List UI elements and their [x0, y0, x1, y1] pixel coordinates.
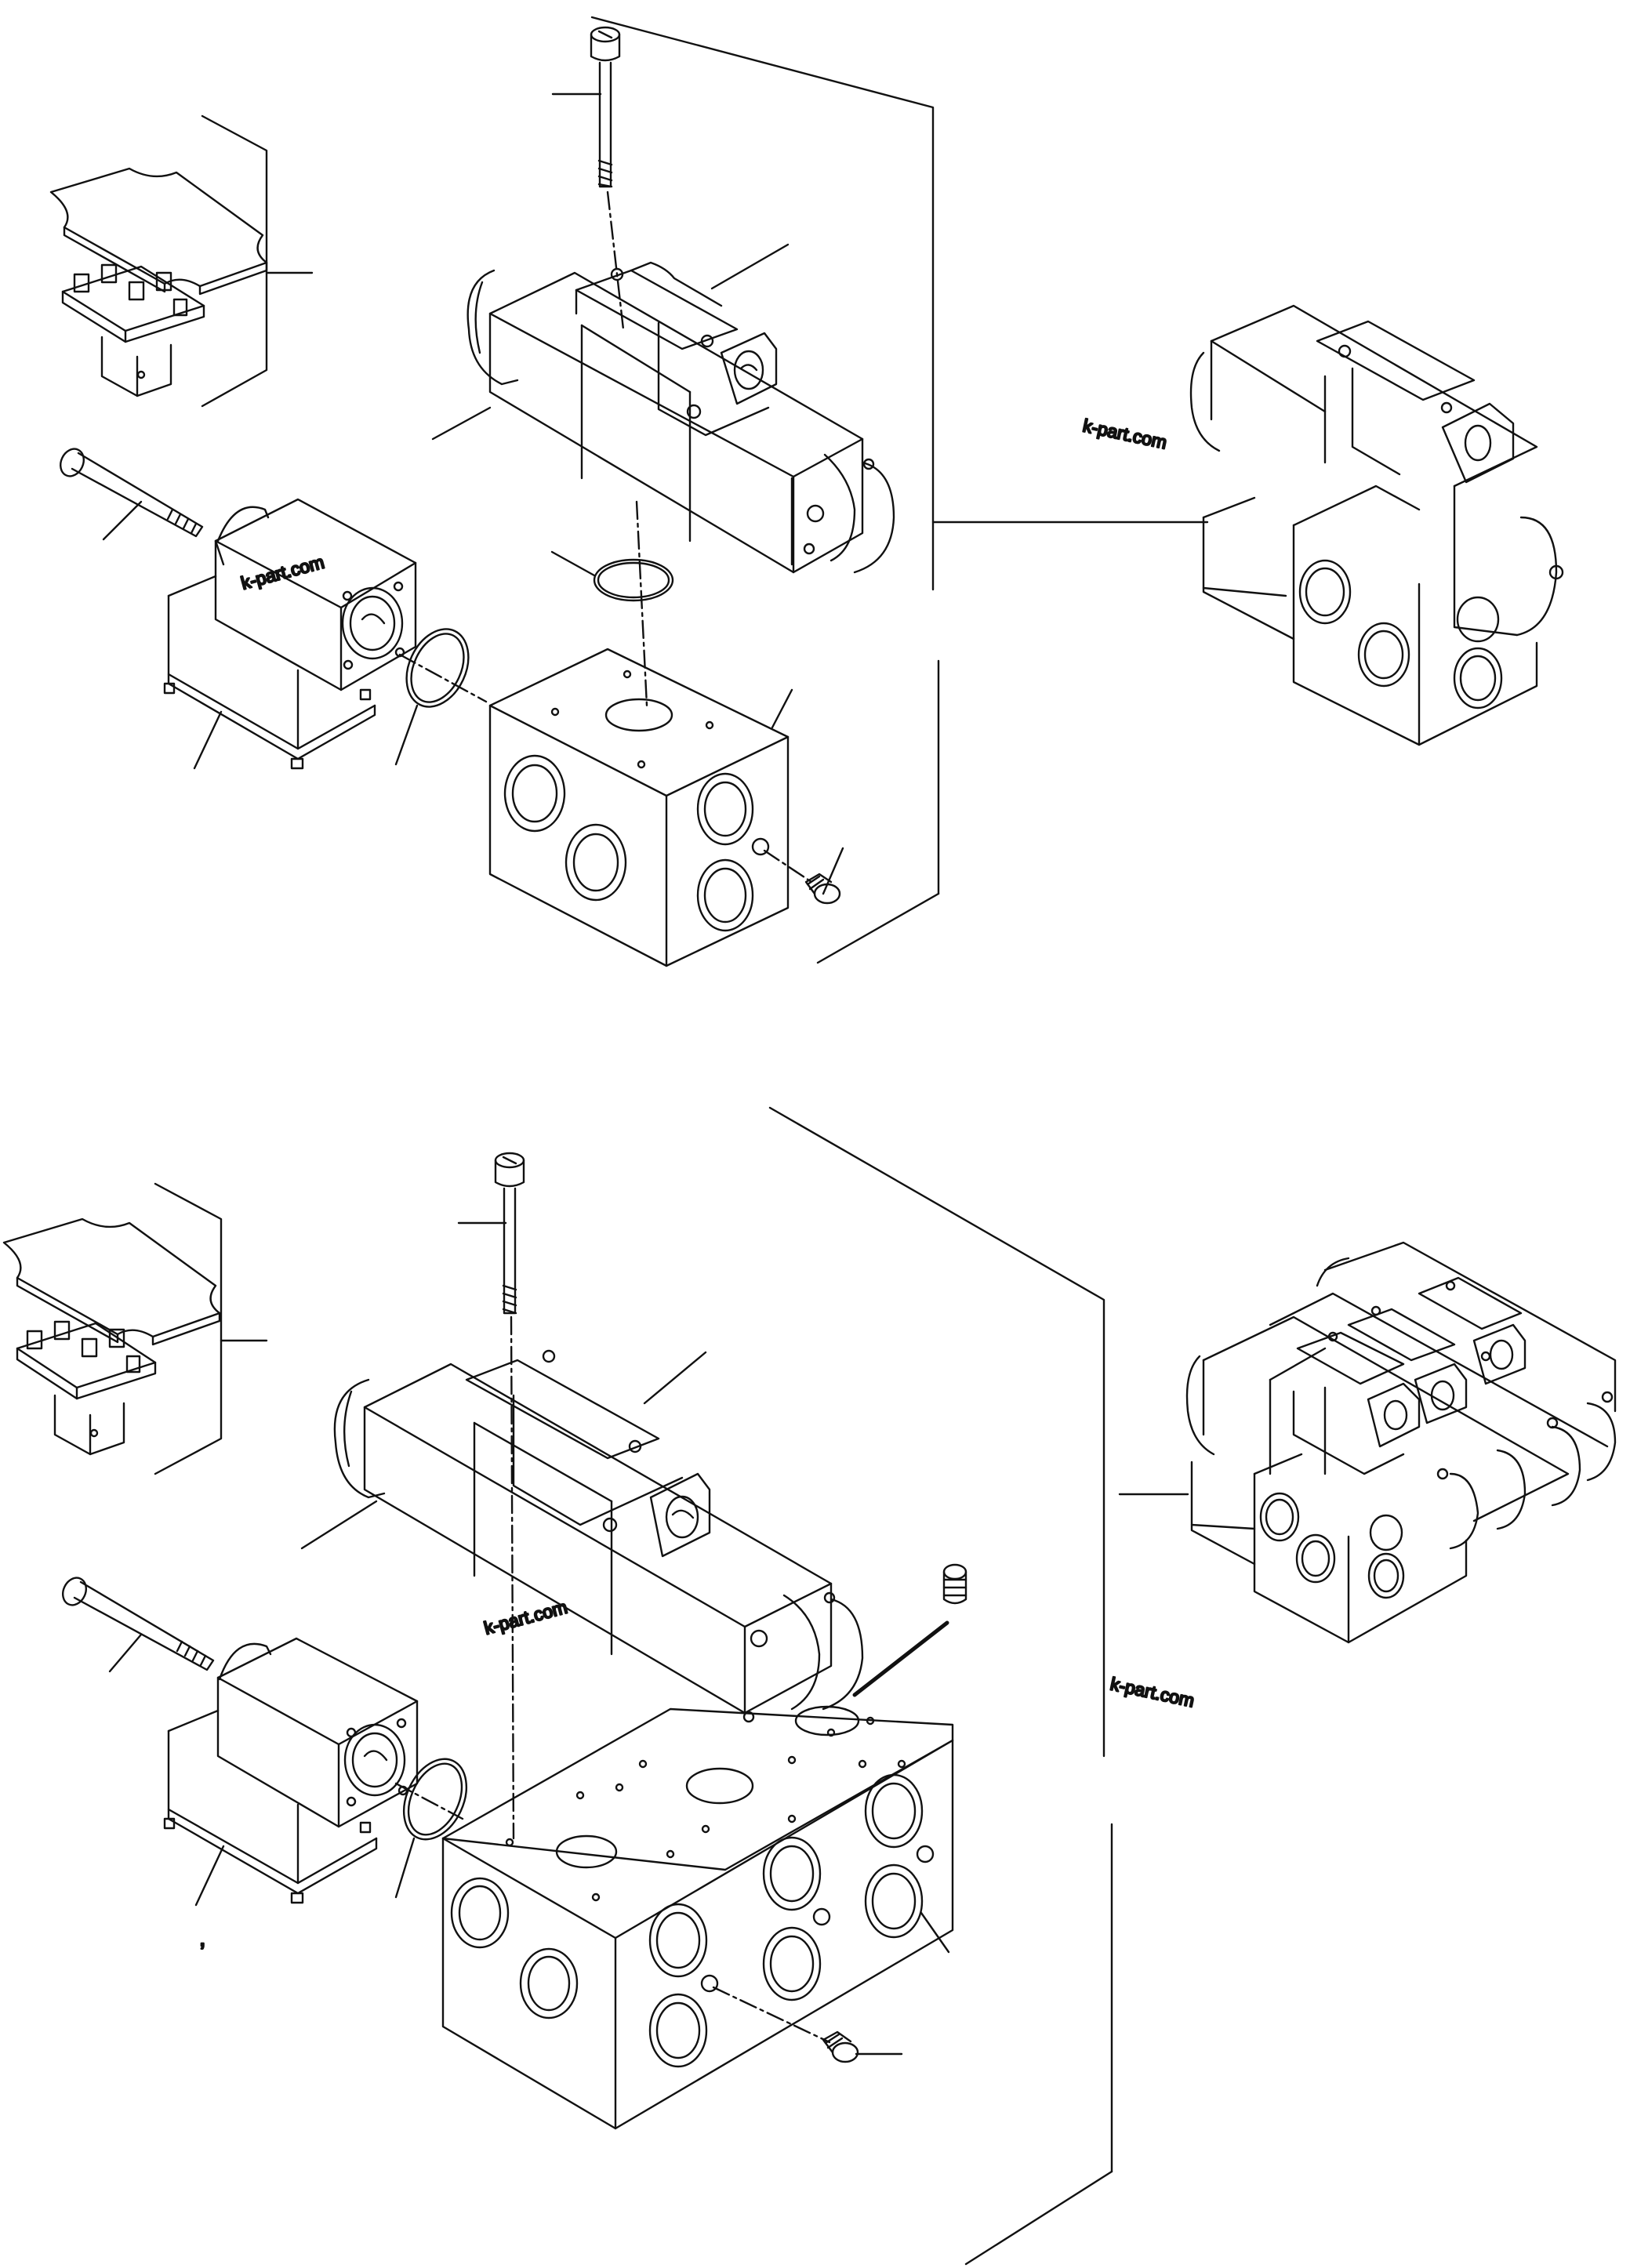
center-line: [763, 849, 813, 884]
coil-o-ring-inner: [410, 633, 465, 703]
leader-line: [102, 500, 143, 541]
solenoid-valve: [466, 261, 895, 574]
leader-line: [394, 1837, 416, 1899]
center-line: [398, 653, 488, 703]
terminal-group-bracket: [201, 114, 268, 408]
leader-line: [108, 1633, 143, 1673]
watermark: k-part.com: [239, 552, 327, 593]
o-ring-inner: [597, 561, 670, 599]
leader-line: [710, 243, 790, 290]
watermark: k-part.com: [1081, 415, 1169, 452]
leader-line: [194, 1845, 225, 1907]
plug: [942, 1563, 967, 1605]
leader-line: [431, 406, 492, 441]
solenoid-coil: [163, 1637, 419, 1904]
manifold-block: [441, 1705, 954, 2130]
leader-line: [300, 1500, 378, 1550]
leader-line: [193, 710, 223, 770]
center-line: [606, 191, 625, 331]
long-bolt: [60, 448, 204, 538]
terminal-block: [16, 1320, 157, 1456]
coil-o-ring: [402, 1758, 468, 1841]
socket-head-bolt: [590, 26, 621, 188]
upper-assembly: k-part.com k-part.com: [49, 16, 1564, 967]
leader-line: [771, 688, 793, 729]
o-ring: [593, 558, 674, 602]
manifold-block: [488, 648, 790, 967]
assembled-view: [1189, 304, 1564, 746]
socket-head-bolt: [494, 1152, 525, 1315]
leader-line: [394, 704, 419, 766]
coil-o-ring: [405, 628, 470, 708]
center-line: [712, 1986, 831, 2044]
center-line: [635, 500, 648, 707]
leader-line: [852, 1620, 949, 1697]
plug: [804, 873, 841, 905]
lower-group-bracket: [768, 1106, 1189, 2266]
leader-line: [822, 847, 844, 895]
solenoid-valve: [333, 1349, 864, 1723]
coil-o-ring-inner: [407, 1762, 463, 1836]
plug: [822, 2030, 859, 2063]
leader-line: [920, 1911, 950, 1954]
upper-group-bracket: [590, 16, 1209, 964]
solenoid-coil: [163, 498, 417, 770]
terminal-group-bracket: [154, 1182, 223, 1475]
gasket-plate: [2, 1217, 221, 1346]
stray-mark: ,: [199, 1925, 205, 1951]
lower-assembly: ,: [2, 1106, 1617, 2266]
leader-line: [643, 1351, 707, 1405]
terminal-block: [61, 263, 205, 397]
assembled-view: [1185, 1241, 1617, 1644]
center-line: [394, 1782, 464, 1820]
leader-line: [550, 550, 596, 577]
watermark: k-part.com: [1109, 1673, 1196, 1711]
watermark: k-part.com: [482, 1597, 570, 1638]
center-line: [510, 1315, 515, 1840]
long-bolt: [62, 1577, 215, 1671]
